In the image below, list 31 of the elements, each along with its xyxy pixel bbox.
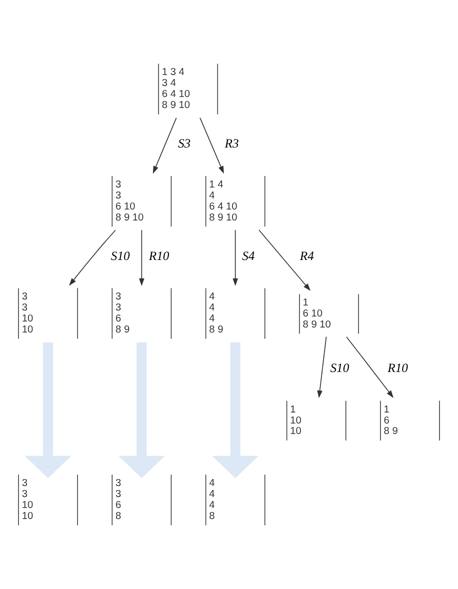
arrow: [118, 342, 165, 478]
arrow: [346, 336, 394, 398]
edge-label: S10: [110, 248, 130, 263]
arrow: [24, 342, 72, 478]
node-text: 3 3 10 10: [22, 292, 34, 336]
edge-label: S3: [178, 136, 191, 151]
edge-label: R3: [224, 136, 239, 151]
node-text: 1 4 4 6 4 10 8 9 10: [209, 179, 238, 224]
arrow: [69, 230, 116, 286]
node-text: 4 4 4 8: [209, 478, 215, 522]
node-text: 1 3 4 3 4 6 4 10 8 9 10: [162, 67, 190, 112]
node-text: 3 3 10 10: [22, 478, 34, 522]
edge-label: R10: [148, 248, 170, 263]
node-text: 3 3 6 8 9: [116, 292, 130, 336]
node-text: 3 3 6 10 8 9 10: [116, 179, 144, 224]
edge-label: S4: [242, 248, 255, 263]
arrow: [200, 117, 224, 174]
arrow: [232, 230, 238, 286]
edge-label: R10: [388, 361, 408, 376]
arrow: [152, 117, 177, 174]
node-text: 4 4 4 8 9: [209, 292, 224, 336]
node-text: 1 10 10: [290, 404, 302, 438]
node-text: 1 6 8 9: [384, 404, 398, 438]
arrow: [139, 230, 144, 286]
edge-label: S10: [330, 361, 350, 376]
arrow: [317, 336, 327, 398]
node-text: 1 6 10 8 9 10: [302, 298, 331, 330]
arrow: [212, 342, 259, 478]
edge-label: R4: [300, 248, 314, 263]
node-text: 3 3 6 8: [116, 478, 122, 522]
arrow: [258, 230, 311, 291]
